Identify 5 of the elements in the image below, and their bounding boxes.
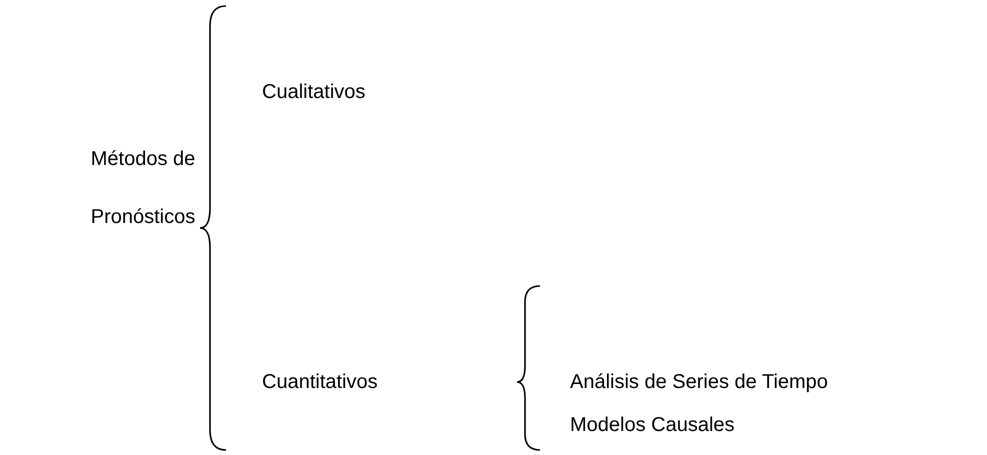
category-label: Cuantitativos [262,370,378,394]
category-label: Cualitativos [262,80,366,104]
subcategory-label: Modelos Causales [570,413,735,437]
category-title: Métodos de Pronósticos [90,147,196,230]
subcategory-label: Análisis de Series de Tiempo [570,370,828,394]
